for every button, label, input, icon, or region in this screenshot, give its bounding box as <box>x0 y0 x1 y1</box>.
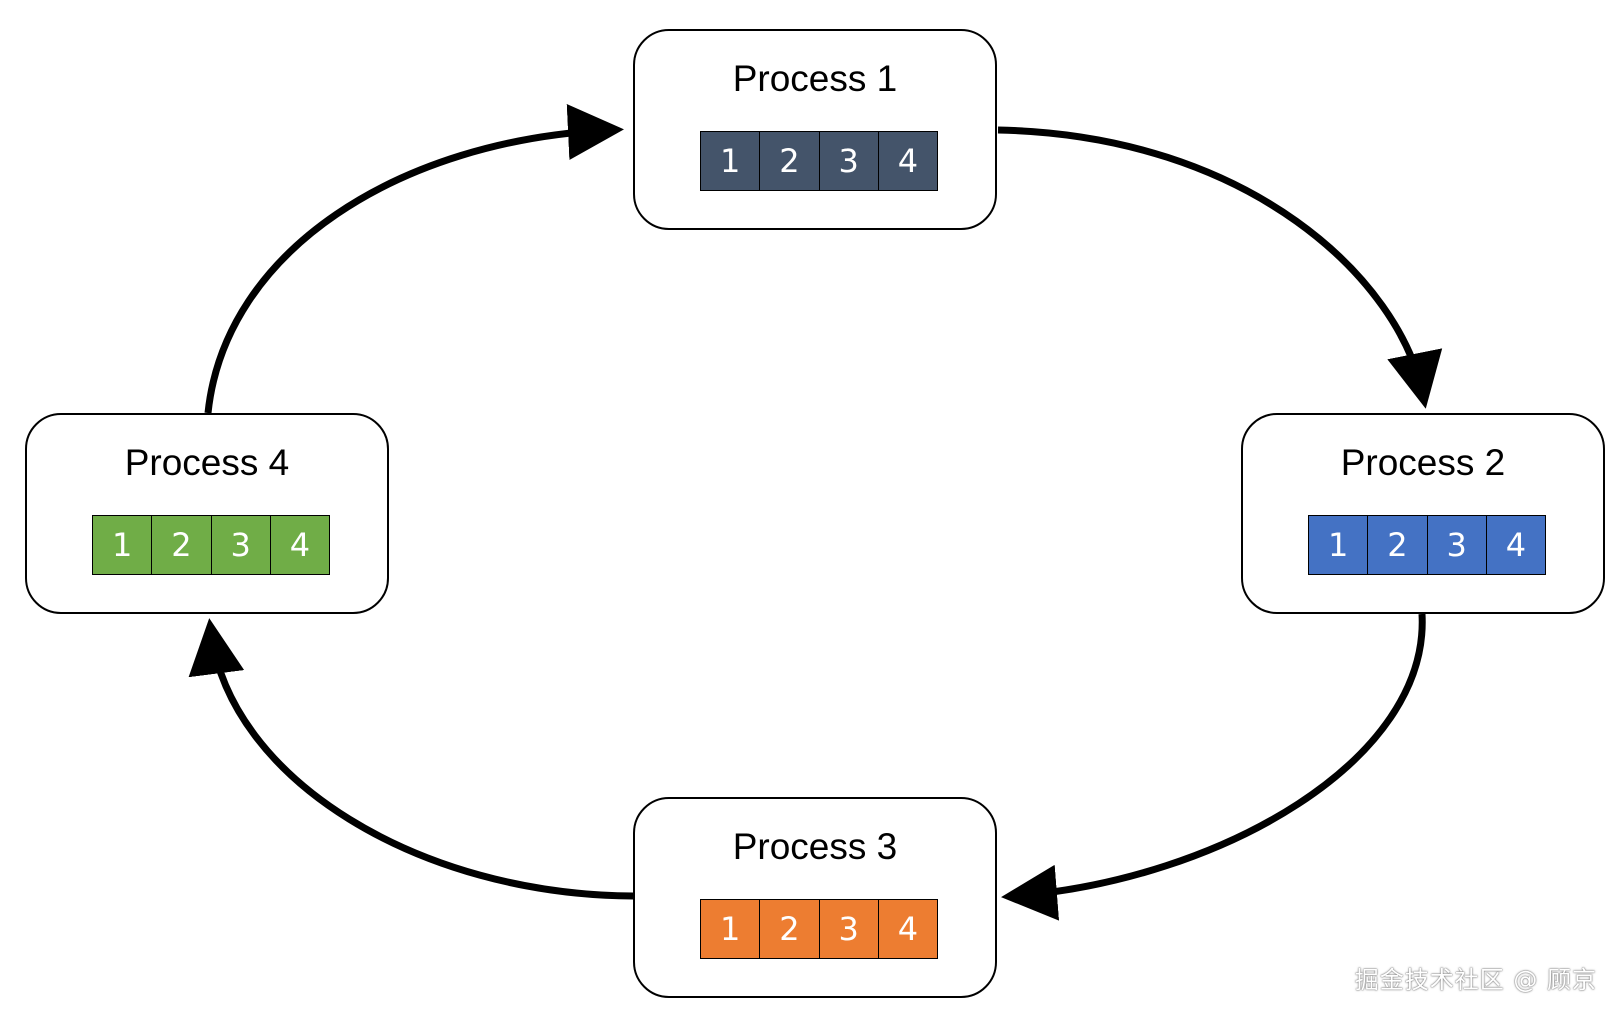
process-4-cell-1: 1 <box>93 516 152 574</box>
process-3-cell-2: 2 <box>759 900 819 958</box>
process-1-cell-1: 1 <box>701 132 760 190</box>
process-3-title: Process 3 <box>732 826 898 867</box>
process-1-cell-2: 2 <box>759 132 819 190</box>
process-3-cell-1: 1 <box>701 900 760 958</box>
process-2-node: Process 2 1 2 3 4 <box>1241 413 1605 614</box>
process-2-cell-2: 2 <box>1367 516 1427 574</box>
process-4-node: Process 4 1 2 3 4 <box>25 413 389 614</box>
process-1-cell-4: 4 <box>877 132 937 190</box>
edge-p3-to-p4 <box>188 618 634 900</box>
process-2-cells: 1 2 3 4 <box>1308 515 1546 575</box>
process-4-cell-4: 4 <box>269 516 329 574</box>
edge-p4-to-p1 <box>204 104 624 414</box>
process-3-cell-3: 3 <box>818 900 878 958</box>
process-3-cell-4: 4 <box>877 900 937 958</box>
process-4-cell-3: 3 <box>210 516 270 574</box>
process-1-title: Process 1 <box>732 58 898 99</box>
process-4-cells: 1 2 3 4 <box>92 515 330 575</box>
process-2-title: Process 2 <box>1340 442 1506 483</box>
watermark: 掘金技术社区 @ 顾京 <box>1354 966 1597 994</box>
edge-p2-to-p3 <box>1001 613 1426 921</box>
process-3-node: Process 3 1 2 3 4 <box>633 797 997 998</box>
process-2-cell-3: 3 <box>1426 516 1486 574</box>
edge-p1-to-p2 <box>997 126 1443 409</box>
process-1-cells: 1 2 3 4 <box>700 131 938 191</box>
process-1-cell-3: 3 <box>818 132 878 190</box>
process-3-cells: 1 2 3 4 <box>700 899 938 959</box>
process-1-node: Process 1 1 2 3 4 <box>633 29 997 230</box>
process-2-cell-1: 1 <box>1309 516 1368 574</box>
process-2-cell-4: 4 <box>1485 516 1545 574</box>
process-4-cell-2: 2 <box>151 516 211 574</box>
process-4-title: Process 4 <box>124 442 290 483</box>
